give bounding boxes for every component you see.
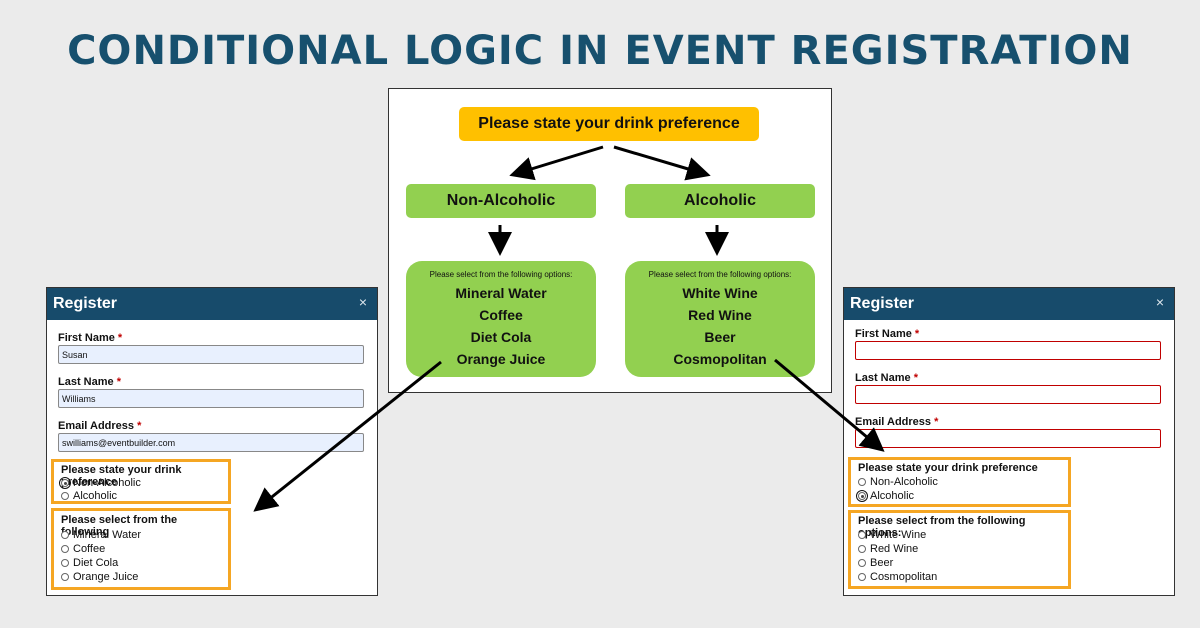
close-icon[interactable]: × — [1155, 294, 1164, 310]
radio-button[interactable] — [61, 559, 69, 567]
radio-option[interactable]: Coffee — [61, 543, 105, 555]
flow-option: White Wine — [682, 285, 758, 301]
radio-button[interactable] — [59, 477, 71, 489]
first-name-input[interactable] — [855, 341, 1161, 360]
radio-option[interactable]: Mineral Water — [61, 529, 141, 541]
flowchart-panel: Please state your drink preference Non-A… — [388, 88, 832, 393]
drink-preference-question: Please state your drink preference — [858, 462, 1038, 474]
email-input[interactable] — [58, 433, 364, 452]
email-input[interactable] — [855, 429, 1161, 448]
radio-option[interactable]: Beer — [858, 557, 893, 569]
radio-option[interactable]: White Wine — [858, 529, 926, 541]
flow-option: Coffee — [479, 307, 523, 323]
close-icon[interactable]: × — [358, 294, 367, 310]
flow-options-non-alcoholic: Please select from the following options… — [406, 261, 596, 377]
radio-button[interactable] — [858, 545, 866, 553]
modal-title: Register — [53, 295, 118, 312]
email-label: Email Address * — [855, 416, 939, 428]
radio-button[interactable] — [61, 545, 69, 553]
last-name-input[interactable] — [58, 389, 364, 408]
first-name-label: First Name * — [855, 328, 920, 340]
radio-button[interactable] — [61, 531, 69, 539]
radio-button[interactable] — [61, 573, 69, 581]
flow-node-alcoholic: Alcoholic — [625, 184, 815, 218]
last-name-input[interactable] — [855, 385, 1161, 404]
radio-alcoholic[interactable]: Alcoholic — [856, 490, 914, 502]
radio-button[interactable] — [856, 490, 868, 502]
radio-button[interactable] — [858, 559, 866, 567]
flow-options-prompt: Please select from the following options… — [429, 270, 573, 279]
flow-options-prompt: Please select from the following options… — [648, 270, 792, 279]
last-name-label: Last Name * — [58, 376, 121, 388]
email-label: Email Address * — [58, 420, 142, 432]
flow-option: Red Wine — [688, 307, 752, 323]
flow-node-non-alcoholic: Non-Alcoholic — [406, 184, 596, 218]
flow-options-alcoholic: Please select from the following options… — [625, 261, 815, 377]
register-modal-right: Register × First Name * Last Name * Emai… — [843, 287, 1175, 596]
radio-button[interactable] — [858, 573, 866, 581]
radio-non-alcoholic[interactable]: Non-Alcoholic — [858, 476, 938, 488]
drink-preference-question: Please state your drink preference — [61, 464, 182, 488]
radio-alcoholic[interactable]: Alcoholic — [61, 490, 117, 502]
flow-option: Diet Cola — [470, 329, 532, 345]
radio-button[interactable] — [61, 492, 69, 500]
followup-options-group: Please select from the following options… — [848, 510, 1071, 589]
register-modal-left: Register × First Name * Last Name * Emai… — [46, 287, 378, 596]
radio-option[interactable]: Orange Juice — [61, 571, 138, 583]
modal-header: Register × — [47, 288, 377, 320]
drink-preference-group: Please state your drink preference Non-A… — [848, 457, 1071, 507]
radio-button[interactable] — [858, 531, 866, 539]
followup-question: Please select from the following options… — [858, 515, 1026, 539]
flow-option: Orange Juice — [456, 351, 546, 367]
page-title: CONDITIONAL LOGIC IN EVENT REGISTRATION — [67, 28, 1133, 74]
first-name-input[interactable] — [58, 345, 364, 364]
flow-option: Mineral Water — [455, 285, 547, 301]
followup-question: Please select from the following — [61, 514, 178, 538]
first-name-label: First Name * — [58, 332, 123, 344]
radio-option[interactable]: Cosmopolitan — [858, 571, 937, 583]
radio-button[interactable] — [858, 478, 866, 486]
radio-option[interactable]: Diet Cola — [61, 557, 118, 569]
radio-non-alcoholic[interactable]: Non-Alcoholic — [59, 477, 141, 489]
drink-preference-group: Please state your drink preference Non-A… — [51, 459, 231, 504]
modal-title: Register — [850, 295, 915, 312]
followup-options-group: Please select from the following Mineral… — [51, 508, 231, 590]
flow-option: Beer — [704, 329, 736, 345]
flow-option: Cosmopolitan — [673, 351, 767, 367]
radio-option[interactable]: Red Wine — [858, 543, 918, 555]
last-name-label: Last Name * — [855, 372, 918, 384]
flow-root-node: Please state your drink preference — [459, 107, 759, 141]
modal-header: Register × — [844, 288, 1174, 320]
